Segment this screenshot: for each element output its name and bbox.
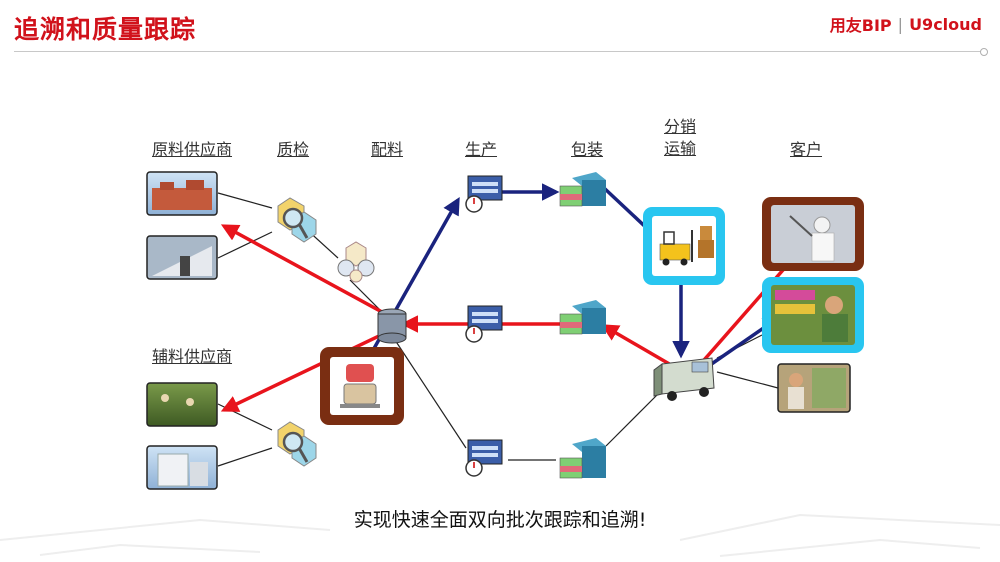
qc-magnifier-icon-top — [277, 197, 317, 243]
stage-label-qc: 质检 — [277, 140, 310, 159]
production-icon-middle — [465, 305, 503, 343]
customer-photo-lab-worker — [762, 197, 864, 271]
raw-supplier-photo-factory — [146, 171, 218, 216]
title-divider — [14, 51, 982, 52]
packaging-boxes-icon-top — [559, 172, 606, 207]
qc-magnifier-icon-bottom — [277, 421, 317, 467]
page-title: 追溯和质量跟踪 — [14, 15, 197, 44]
stage-label-batching: 配料 — [371, 140, 404, 159]
database-icon — [377, 308, 407, 344]
production-icon-top — [465, 175, 503, 213]
stage-label-distribution: 分销 运输 — [664, 116, 696, 160]
packaging-boxes-icon-bottom — [559, 438, 606, 479]
logo-brand: 用友BIP — [829, 16, 892, 35]
raw-supplier-photo-warehouse — [146, 235, 218, 280]
stage-label-customer: 客户 — [790, 140, 823, 159]
aux-supplier-photo-field — [146, 382, 218, 427]
stage-label-production: 生产 — [465, 140, 498, 159]
divider-end-dot — [980, 48, 988, 56]
logo-separator: | — [897, 14, 904, 34]
stage-label-packaging: 包装 — [571, 140, 604, 159]
aux-supplier-photo-silo — [146, 445, 218, 490]
production-icon-bottom — [465, 439, 503, 477]
brand-logo: 用友BIP | U9cloud — [830, 12, 982, 36]
customer-photo-store-shopper — [777, 363, 851, 413]
stage-label-aux-supplier: 辅料供应商 — [152, 347, 233, 366]
logo-product: U9cloud — [909, 14, 982, 34]
delivery-truck-icon — [653, 357, 715, 401]
packaging-boxes-icon-middle — [559, 300, 606, 335]
stage-label-raw-supplier: 原料供应商 — [152, 140, 233, 159]
customer-photo-grocery-shopper — [762, 277, 864, 353]
mixer-framed-icon — [320, 347, 404, 425]
batching-gear-icon — [337, 241, 375, 283]
diagram-caption: 实现快速全面双向批次跟踪和追溯! — [353, 509, 647, 531]
distribution-forklift-framed-icon — [643, 207, 725, 285]
background-circuit — [0, 513, 1000, 557]
stage-label-distribution-line2: 运输 — [664, 139, 697, 158]
stage-label-distribution-line1: 分销 — [664, 117, 697, 136]
